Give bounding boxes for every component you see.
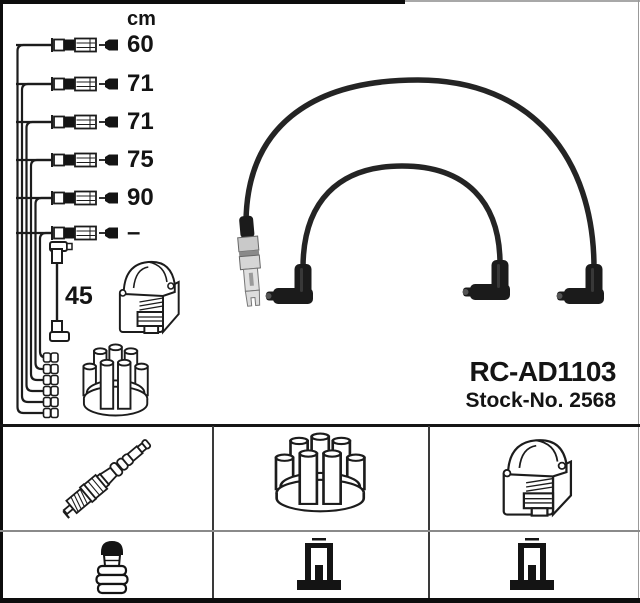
frame-bottom bbox=[0, 598, 640, 603]
part-number: RC-AD1103 bbox=[469, 356, 617, 387]
terminal-pin-stack bbox=[42, 352, 59, 419]
coil-wire-length-value: 45 bbox=[65, 282, 93, 310]
elbow-boot-icon bbox=[265, 264, 313, 304]
distributor-cap-icon bbox=[82, 343, 149, 417]
grid-divider-vertical bbox=[212, 426, 214, 598]
wiring-diagram-canvas bbox=[14, 36, 604, 419]
elbow-boot-icon bbox=[556, 264, 604, 304]
din-socket-terminal-icon bbox=[297, 538, 341, 590]
ignition-coil-icon bbox=[118, 260, 180, 334]
stock-number: Stock-No. 2568 bbox=[465, 389, 616, 412]
din-socket-terminal-icon bbox=[510, 538, 554, 590]
cable-length-value: – bbox=[127, 219, 141, 246]
elbow-boot-icon bbox=[462, 260, 510, 300]
ignition-coil-icon bbox=[502, 439, 573, 517]
unit-header: cm bbox=[127, 8, 156, 30]
grid-divider-vertical bbox=[428, 426, 430, 598]
frame-left bbox=[0, 0, 3, 603]
component-grid-canvas bbox=[57, 432, 573, 595]
sae-dome-terminal-icon bbox=[95, 539, 129, 595]
spark-plug-icon bbox=[57, 434, 156, 522]
coil-wire-elbow-icon bbox=[49, 241, 73, 342]
cable-length-value: 75 bbox=[127, 146, 154, 173]
frame-top bbox=[0, 0, 405, 4]
metal-plug-connector bbox=[237, 215, 261, 307]
grid-divider-horizontal bbox=[0, 530, 640, 532]
grid-top-border bbox=[0, 424, 640, 427]
cable-length-value: 71 bbox=[127, 108, 154, 135]
cable-length-value: 90 bbox=[127, 184, 154, 211]
frame-right bbox=[637, 0, 639, 603]
frame-top-thin bbox=[405, 0, 640, 2]
ignition-cable-set-photo bbox=[237, 77, 604, 307]
cable-length-value: 60 bbox=[127, 31, 154, 58]
distributor-cap-icon bbox=[274, 432, 366, 513]
cable-length-value: 71 bbox=[127, 70, 154, 97]
